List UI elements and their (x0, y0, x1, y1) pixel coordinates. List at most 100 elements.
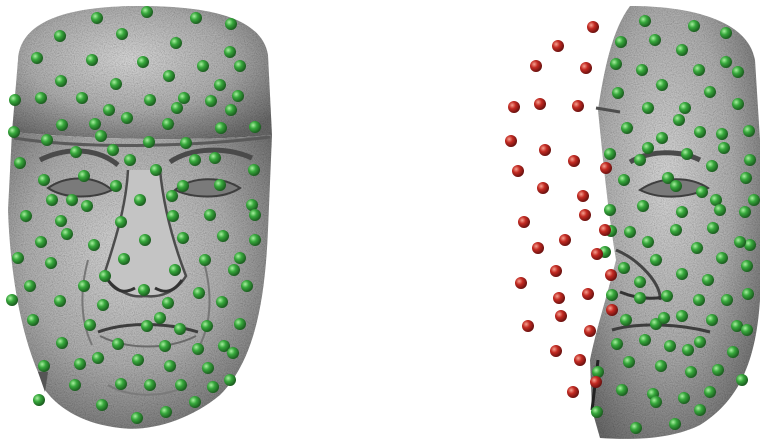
green-landmark-marker (217, 230, 229, 242)
green-landmark-marker (694, 404, 706, 416)
red-landmark-marker (579, 209, 591, 221)
green-landmark-marker (132, 354, 144, 366)
green-landmark-marker (228, 264, 240, 276)
green-landmark-marker (205, 95, 217, 107)
green-landmark-marker (214, 179, 226, 191)
green-landmark-marker (741, 324, 753, 336)
green-landmark-marker (234, 252, 246, 264)
green-landmark-marker (139, 234, 151, 246)
green-landmark-marker (159, 340, 171, 352)
green-landmark-marker (234, 60, 246, 72)
green-landmark-marker (121, 112, 133, 124)
green-landmark-marker (693, 294, 705, 306)
green-landmark-marker (91, 12, 103, 24)
green-landmark-marker (618, 262, 630, 274)
green-landmark-marker (707, 222, 719, 234)
green-landmark-marker (107, 144, 119, 156)
green-landmark-marker (742, 288, 754, 300)
green-landmark-marker (110, 78, 122, 90)
green-landmark-marker (670, 180, 682, 192)
red-landmark-marker (572, 100, 584, 112)
green-landmark-marker (718, 142, 730, 154)
green-landmark-marker (681, 148, 693, 160)
green-landmark-marker (225, 18, 237, 30)
red-landmark-marker (600, 162, 612, 174)
green-landmark-marker (249, 121, 261, 133)
green-landmark-marker (86, 54, 98, 66)
green-landmark-marker (225, 104, 237, 116)
green-landmark-marker (134, 194, 146, 206)
green-landmark-marker (31, 52, 43, 64)
green-landmark-marker (144, 94, 156, 106)
green-landmark-marker (20, 210, 32, 222)
green-landmark-marker (124, 154, 136, 166)
green-landmark-marker (33, 394, 45, 406)
green-landmark-marker (706, 160, 718, 172)
green-landmark-marker (720, 27, 732, 39)
green-landmark-marker (650, 396, 662, 408)
green-landmark-marker (691, 242, 703, 254)
green-landmark-marker (178, 92, 190, 104)
red-landmark-marker (599, 224, 611, 236)
green-landmark-marker (141, 320, 153, 332)
green-landmark-marker (89, 118, 101, 130)
green-landmark-marker (118, 253, 130, 265)
green-landmark-marker (164, 360, 176, 372)
green-landmark-marker (618, 174, 630, 186)
green-landmark-marker (624, 226, 636, 238)
red-landmark-marker (550, 345, 562, 357)
green-landmark-marker (637, 200, 649, 212)
green-landmark-marker (180, 137, 192, 149)
green-landmark-marker (35, 92, 47, 104)
green-landmark-marker (9, 94, 21, 106)
green-landmark-marker (154, 312, 166, 324)
green-landmark-marker (41, 134, 53, 146)
red-landmark-marker (522, 320, 534, 332)
green-landmark-marker (744, 154, 756, 166)
green-landmark-marker (249, 209, 261, 221)
green-landmark-marker (24, 280, 36, 292)
green-landmark-marker (216, 296, 228, 308)
green-landmark-marker (115, 378, 127, 390)
green-landmark-marker (193, 287, 205, 299)
green-landmark-marker (92, 352, 104, 364)
green-landmark-marker (78, 280, 90, 292)
green-landmark-marker (658, 312, 670, 324)
green-landmark-marker (74, 358, 86, 370)
red-landmark-marker (606, 304, 618, 316)
green-landmark-marker (623, 356, 635, 368)
red-landmark-marker (605, 269, 617, 281)
green-landmark-marker (207, 381, 219, 393)
green-landmark-marker (676, 310, 688, 322)
green-landmark-marker (616, 384, 628, 396)
green-landmark-marker (693, 64, 705, 76)
green-landmark-marker (678, 392, 690, 404)
green-landmark-marker (38, 360, 50, 372)
green-landmark-marker (137, 56, 149, 68)
green-landmark-marker (112, 338, 124, 350)
green-landmark-marker (630, 422, 642, 434)
green-landmark-marker (110, 180, 122, 192)
red-landmark-marker (584, 325, 596, 337)
green-landmark-marker (66, 194, 78, 206)
red-landmark-marker (580, 62, 592, 74)
red-landmark-marker (555, 310, 567, 322)
red-landmark-marker (515, 277, 527, 289)
green-landmark-marker (669, 418, 681, 430)
green-landmark-marker (138, 284, 150, 296)
green-landmark-marker (639, 15, 651, 27)
red-landmark-marker (574, 354, 586, 366)
green-landmark-marker (743, 125, 755, 137)
green-landmark-marker (656, 79, 668, 91)
green-landmark-marker (656, 132, 668, 144)
green-landmark-marker (197, 60, 209, 72)
red-landmark-marker (587, 21, 599, 33)
green-landmark-marker (189, 396, 201, 408)
green-landmark-marker (14, 157, 26, 169)
red-landmark-marker (539, 144, 551, 156)
green-landmark-marker (199, 254, 211, 266)
green-landmark-marker (620, 314, 632, 326)
green-landmark-marker (679, 102, 691, 114)
green-landmark-marker (215, 122, 227, 134)
green-landmark-marker (676, 206, 688, 218)
